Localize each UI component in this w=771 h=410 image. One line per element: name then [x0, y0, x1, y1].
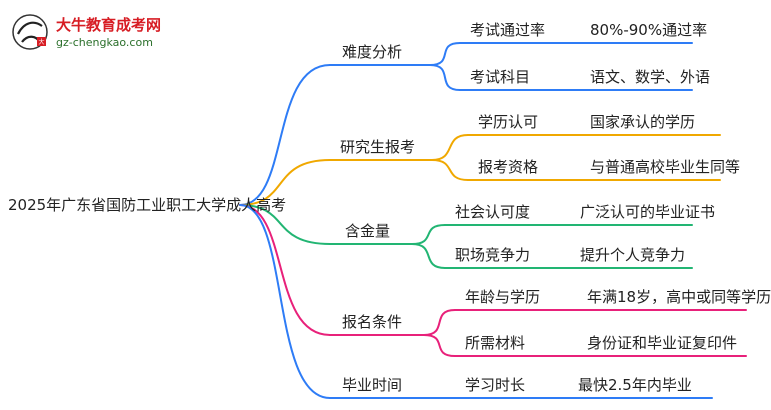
child-link	[411, 224, 446, 245]
child-link	[431, 134, 469, 161]
child-value: 国家承认的学历	[590, 113, 696, 131]
child-label: 学习时长	[465, 376, 526, 394]
child-link	[429, 64, 461, 91]
child-link	[431, 159, 469, 181]
calligraphy-seal-icon: 大	[12, 14, 48, 50]
child-link	[411, 243, 446, 269]
branch-label: 难度分析	[342, 43, 403, 61]
branch-link	[239, 204, 331, 336]
child-value: 与普通高校毕业生同等	[590, 158, 741, 176]
child-label: 所需材料	[465, 334, 526, 352]
child-link	[429, 42, 461, 66]
child-value: 身份证和毕业证复印件	[587, 334, 738, 352]
child-value: 最快2.5年内毕业	[578, 376, 692, 394]
child-label: 职场竞争力	[455, 246, 531, 264]
child-value: 提升个人竞争力	[580, 246, 686, 264]
mindmap-root: 2025年广东省国防工业职工大学成人高考	[8, 196, 287, 214]
branch-label: 含金量	[345, 222, 391, 240]
branch-label: 毕业时间	[342, 376, 403, 394]
child-label: 年龄与学历	[465, 288, 541, 306]
seal-text: 大	[38, 38, 44, 46]
branch-link	[239, 64, 331, 206]
mindmap-links	[239, 42, 747, 399]
logo-url: gz-chengkao.com	[56, 36, 153, 49]
branch-link	[239, 204, 331, 399]
branch-link	[239, 159, 331, 206]
child-label: 社会认可度	[455, 203, 531, 221]
child-label: 考试通过率	[470, 21, 546, 39]
child-value: 语文、数学、外语	[590, 68, 711, 86]
child-label: 报考资格	[478, 158, 539, 176]
logo-title: 大牛教育成考网	[56, 16, 162, 34]
child-value: 广泛认可的毕业证书	[580, 203, 716, 221]
child-value: 年满18岁，高中或同等学历	[587, 288, 771, 306]
child-link	[423, 334, 456, 357]
branch-label: 报名条件	[342, 313, 403, 331]
branch-label: 研究生报考	[340, 138, 416, 156]
child-value: 80%-90%通过率	[590, 21, 708, 39]
child-link	[423, 309, 456, 336]
site-logo[interactable]: 大 大牛教育成考网 gz-chengkao.com	[10, 12, 230, 56]
child-label: 考试科目	[470, 68, 531, 86]
child-label: 学历认可	[478, 113, 539, 131]
branch-link	[239, 204, 331, 245]
